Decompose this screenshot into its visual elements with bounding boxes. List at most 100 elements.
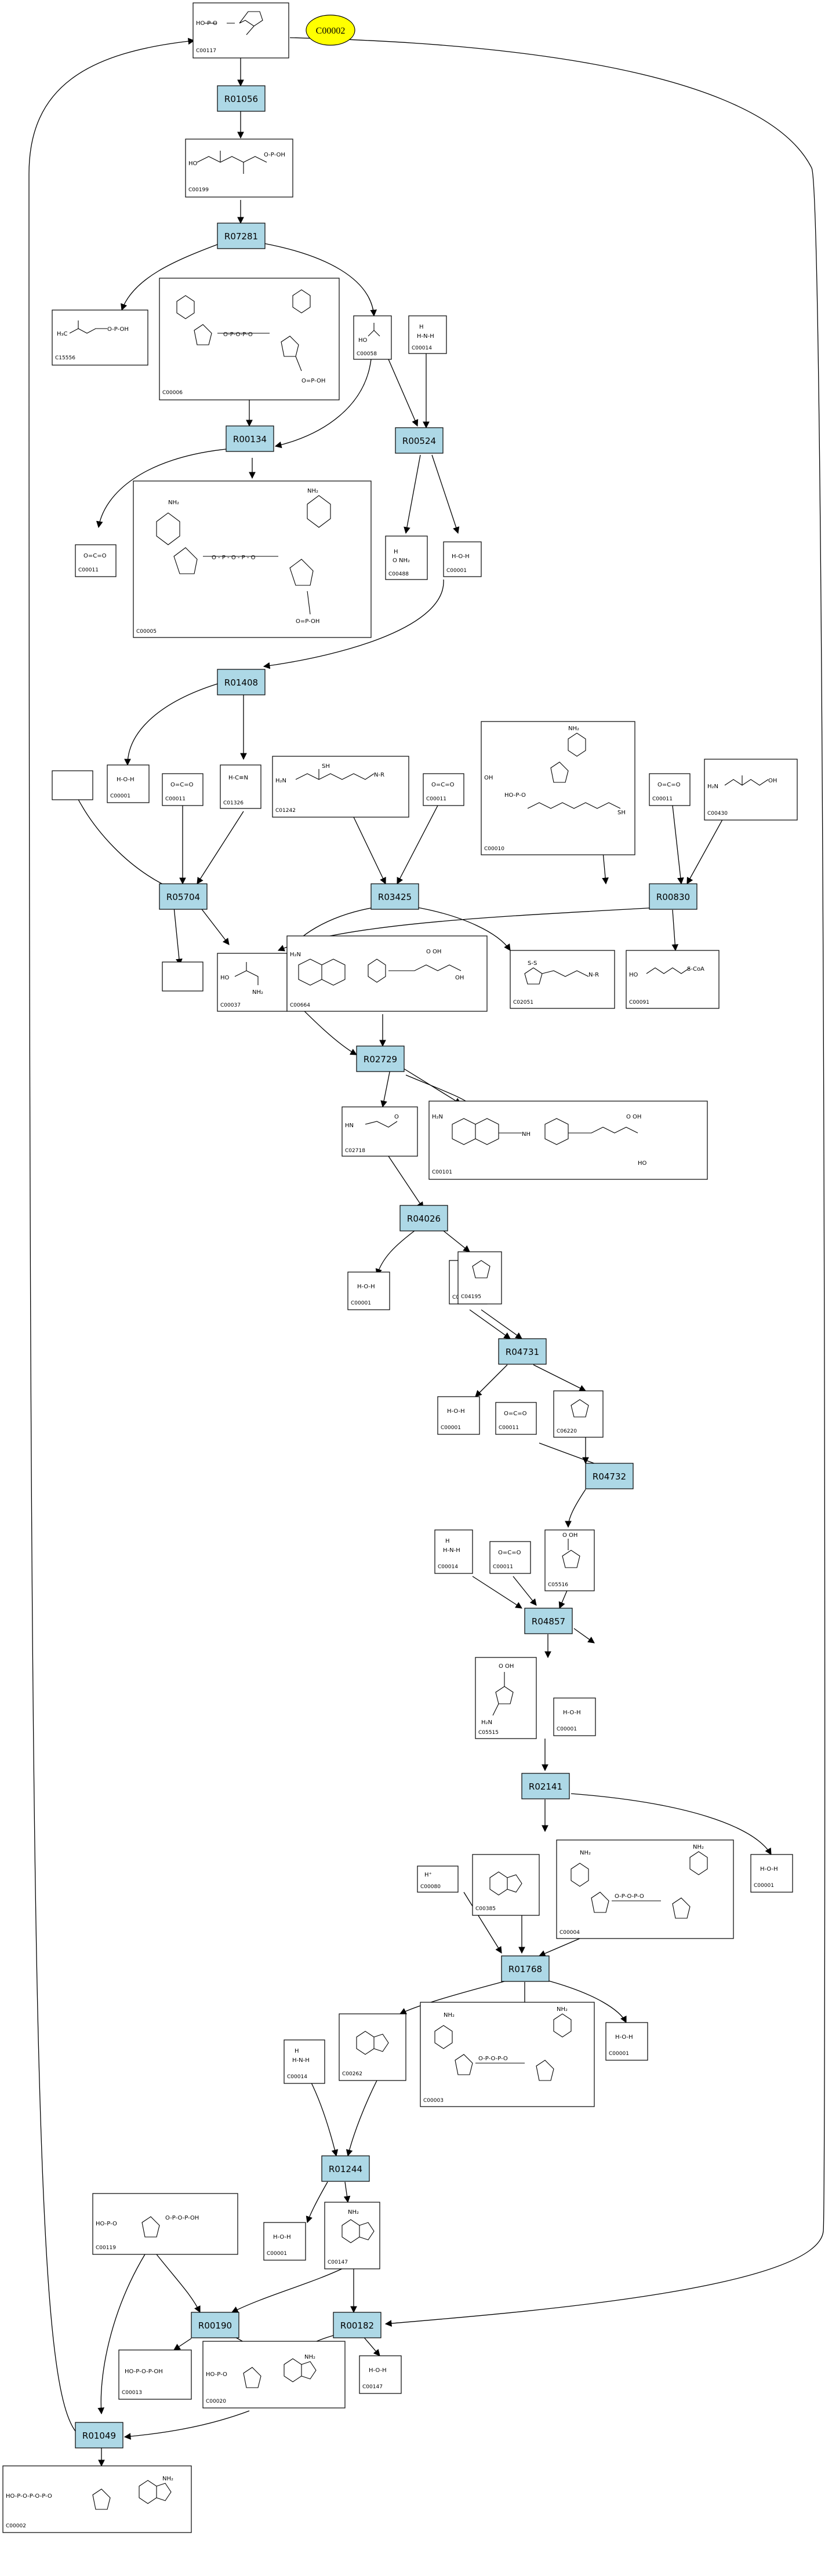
reaction-r02729[interactable]: R02729 [356,1045,405,1072]
compound-c00014[interactable]: H H-N-H C00014 [284,2039,325,2084]
atom-label: HO-P-O [504,792,526,799]
edge [602,851,609,885]
reaction-r00134[interactable]: R00134 [226,425,274,452]
reaction-r04857[interactable]: R04857 [524,1608,573,1634]
edge [399,1979,514,2014]
compound-c00006[interactable]: O-P-O-P-O O=P-OH C00006 [159,278,340,400]
compound-c00664[interactable]: H₂N O OH OH C00664 [286,935,488,1012]
compound-c00001[interactable]: H-O-H C00001 [605,2022,648,2061]
reaction-r00830[interactable]: R00830 [649,883,697,910]
reaction-r03425[interactable]: R03425 [370,883,419,910]
compound-c00005[interactable]: NH₂ O - P - O - P - O NH₂ O=P-OH C00005 [133,480,372,638]
reaction-label: R01244 [329,2164,362,2174]
reaction-r04732[interactable]: R04732 [585,1463,634,1489]
chemical-structure [489,1871,522,1896]
atom-label: H-N-H [443,1547,460,1554]
compound-c00199[interactable]: HO O-P-OH C00199 [185,139,293,198]
reaction-r01408[interactable]: R01408 [217,669,266,695]
compound-c00430[interactable]: H₂N OH C00430 [704,759,798,821]
compound-c00001[interactable]: H-O-H C00001 [263,2222,306,2261]
atom-label: H-O-H [357,1284,375,1290]
reaction-r05704[interactable]: R05704 [159,883,208,910]
map-label[interactable]: C00002 [306,14,355,46]
compound-c00001[interactable]: H-O-H C00001 [347,1271,390,1310]
chemical-structure [571,1851,708,1919]
reaction-label: R00190 [198,2320,232,2331]
compound-id: C04195 [461,1294,481,1300]
atom-label: HO-P-O [96,2221,117,2227]
compound-c00011[interactable]: O=C=O C00011 [75,544,117,577]
compound-c00011[interactable]: O=C=O C00011 [162,773,204,806]
compound-placeholder[interactable] [52,770,93,800]
reaction-r00182[interactable]: R00182 [333,2312,382,2338]
compound-id: C02718 [345,1148,365,1154]
atom-label: HO-P-O-P-OH [125,2369,163,2375]
atom-label: NH₂ [568,726,579,732]
compound-c00101[interactable]: H₂N NH O OH HO C00101 [428,1101,708,1180]
edge [481,1309,522,1339]
reaction-r00190[interactable]: R00190 [191,2312,239,2338]
compound-c00147[interactable]: NH₂ C00147 [324,2202,380,2269]
compound-c00011[interactable]: O=C=O C00011 [489,1541,531,1574]
compound-c00011[interactable]: O=C=O C00011 [423,773,464,806]
compound-c00014[interactable]: H H-N-H C00014 [408,315,447,354]
compound-c00001[interactable]: H-O-H C00001 [750,1854,793,1893]
compound-c00002[interactable]: HO-P-O-P-O-P-O NH₂ C00002 [2,2465,192,2533]
compound-c00037[interactable]: HO NH₂ C00037 [217,953,288,1012]
compound-c00091[interactable]: HO S-CoA C00091 [626,950,720,1009]
compound-c00003[interactable]: NH₂ O-P-O-P-O NH₂ C00003 [420,2002,595,2107]
compound-c00001[interactable]: H-O-H C00001 [437,1396,480,1435]
compound-c00385[interactable]: C00385 [472,1854,540,1916]
edge [156,2254,201,2313]
compound-id: C00005 [136,629,157,635]
compound-c00119[interactable]: HO-P-O O-P-O-P-OH C00119 [92,2193,238,2255]
compound-c00488[interactable]: H O NH₂ C00488 [385,535,428,580]
reaction-r07281[interactable]: R07281 [217,223,266,249]
reaction-r02141[interactable]: R02141 [521,1773,570,1799]
compound-c00020[interactable]: HO-P-O NH₂ C00020 [202,2341,346,2409]
atom-label: NH [522,1131,531,1138]
compound-c01326[interactable]: H-C≡N C01326 [220,764,261,809]
compound-c00262[interactable]: C00262 [339,2013,406,2081]
compound-c00080[interactable]: H⁺ C00080 [417,1865,459,1893]
chemical-structure [295,769,375,780]
edge [274,359,372,449]
reaction-r01056[interactable]: R01056 [217,85,266,112]
reaction-r04026[interactable]: R04026 [399,1205,448,1231]
atom-label: H [445,1538,450,1544]
reaction-label: R01049 [82,2431,116,2441]
compound-id: C00037 [220,1003,241,1008]
reaction-label: R00830 [656,892,690,902]
compound-c00010[interactable]: NH₂ OH HO-P-O SH C00010 [481,721,635,855]
compound-c00013[interactable]: HO-P-O-P-OH C00013 [118,2349,192,2400]
compound-c00011[interactable]: O=C=O C00011 [649,773,691,806]
compound-id: C00014 [287,2074,307,2080]
compound-c00001[interactable]: H-O-H C00001 [553,1697,596,1736]
reaction-r04731[interactable]: R04731 [498,1338,547,1365]
compound-c00001[interactable]: H-O-H C00001 [107,764,150,803]
compound-c05515[interactable]: O OH H₂N C05515 [475,1657,537,1739]
compound-c02051[interactable]: S-S N-R C02051 [510,950,615,1009]
edge [343,2181,351,2203]
reaction-r01244[interactable]: R01244 [321,2155,370,2182]
compound-c06220[interactable]: C06220 [553,1390,604,1438]
compound-c00014[interactable]: H H-N-H C00014 [434,1529,473,1574]
reaction-r01768[interactable]: R01768 [501,1955,550,1982]
compound-c04195[interactable]: C04195 [457,1251,502,1305]
compound-c00004[interactable]: NH₂ O-P-O-P-O NH₂ C00004 [556,1839,734,1939]
reaction-r01049[interactable]: R01049 [75,2422,123,2449]
compound-c00058[interactable]: HO C00058 [353,315,392,360]
compound-c01242[interactable]: H₂N SH N-R C01242 [272,756,409,818]
compound-c15556[interactable]: H₃C O-P-OH C15556 [52,309,148,366]
compound-id: C00664 [290,1003,310,1008]
compound-c05516[interactable]: O OH C05516 [544,1529,595,1591]
edge [362,2335,380,2356]
compound-placeholder[interactable] [162,961,204,992]
compound-c00117[interactable]: HO-P-O C00117 [192,2,289,59]
compound-c00001[interactable]: H-O-H C00001 [443,541,482,577]
compound-c00001[interactable]: H-O-H C00147 [359,2355,402,2394]
compound-c02718[interactable]: HN O C02718 [341,1106,418,1157]
compound-c00011[interactable]: O=C=O C00011 [495,1402,537,1435]
reaction-r00524[interactable]: R00524 [395,427,444,454]
reaction-label: R03425 [378,892,412,902]
